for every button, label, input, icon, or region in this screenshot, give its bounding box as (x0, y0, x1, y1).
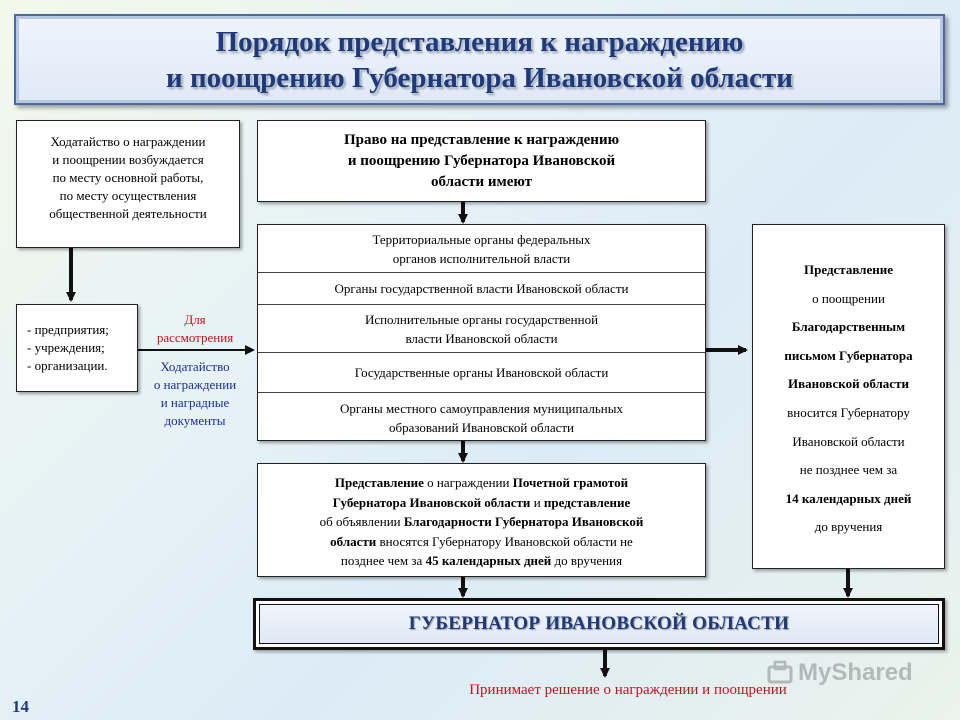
honorary-line-5: позднее чем за 45 календарных дней до вр… (340, 553, 623, 568)
letter-line-1: Представление (804, 262, 893, 277)
body-item: Государственные органы Ивановской област… (258, 352, 705, 392)
petition-origin-line-4: по месту осуществления (59, 188, 197, 203)
watermark-icon (767, 660, 793, 684)
right-to-nominate-line-1: Право на представление к награждению (343, 132, 620, 148)
letter-line-10: до вручения (814, 519, 883, 535)
honorary-certificate-box: Представление о награждении Почетной гра… (257, 463, 706, 577)
body-item: Органы местного самоуправления муниципал… (258, 392, 705, 442)
right-to-nominate-line-3: области имеют (430, 174, 533, 190)
page-number: 14 (12, 697, 29, 716)
for-review-line-2: рассмотрения (156, 330, 234, 345)
gratitude-letter-box: Представление о поощрении Благодарственн… (752, 224, 945, 569)
for-review-label: Для рассмотрения (140, 311, 250, 347)
honorary-line-3: об объявлении Благодарности Губернатора … (319, 514, 644, 529)
petition-origin-line-3: по месту основной работы, (52, 170, 204, 185)
authorized-bodies-list: Территориальные органы федеральных орган… (257, 224, 706, 441)
org-type-3: - организации. (27, 358, 108, 373)
petition-origin-line-5: общественной деятельности (49, 206, 207, 221)
body-item-4-line-1: Государственные органы Ивановской област… (354, 365, 609, 380)
petition-docs-line-3: и наградные (160, 395, 230, 410)
title-line-2: и поощрению Губернатора Ивановской облас… (165, 61, 793, 94)
organizations-box: - предприятия; - учреждения; - организац… (16, 304, 138, 392)
for-review-line-1: Для (184, 312, 206, 327)
body-item-2-line-1: Органы государственной власти Ивановской… (334, 281, 629, 296)
org-type-2: - учреждения; (27, 340, 105, 355)
petition-docs-line-1: Ходатайство (160, 359, 230, 374)
letter-line-6: вносится Губернатору (787, 404, 910, 420)
right-to-nominate-box: Право на представление к награждению и п… (257, 120, 706, 202)
title-line-1: Порядок представления к награждению (215, 25, 744, 58)
governor-label: ГУБЕРНАТОР ИВАНОВСКОЙ ОБЛАСТИ (408, 613, 790, 634)
letter-line-3: Благодарственным (791, 319, 906, 335)
letter-line-8: не позднее чем за (799, 462, 898, 478)
petition-docs-label: Ходатайство о награждении и наградные до… (140, 358, 250, 430)
body-item: Органы государственной власти Ивановской… (258, 272, 705, 304)
body-item-3-line-2: власти Ивановской области (405, 330, 558, 346)
body-item: Территориальные органы федеральных орган… (258, 225, 705, 272)
honorary-line-4: области вносятся Губернатору Ивановской … (330, 533, 633, 549)
governor-box: ГУБЕРНАТОР ИВАНОВСКОЙ ОБЛАСТИ (253, 598, 945, 650)
body-item-1-line-2: органов исполнительной власти (392, 250, 571, 266)
title-banner: Порядок представления к награждению и по… (14, 14, 945, 105)
body-item-5-line-1: Органы местного самоуправления муниципал… (340, 400, 623, 416)
org-type-1: - предприятия; (27, 322, 109, 337)
letter-line-9: 14 календарных дней (785, 490, 912, 506)
letter-line-7: Ивановской области (792, 433, 905, 449)
petition-docs-line-2: о награждении (153, 377, 237, 392)
petition-origin-box: Ходатайство о награждении и поощрении во… (16, 120, 240, 248)
letter-line-5: Ивановской области (788, 376, 909, 392)
letter-line-2: о поощрении (812, 290, 885, 306)
honorary-line-2: Губернатора Ивановской области и предста… (332, 494, 631, 510)
petition-origin-line-1: Ходатайство о награждении (50, 134, 206, 149)
letter-line-4: письмом Губернатора (784, 347, 913, 363)
body-item-3-line-1: Исполнительные органы государственной (364, 311, 599, 327)
body-item-1-line-1: Территориальные органы федеральных (372, 231, 591, 247)
right-to-nominate-line-2: и поощрению Губернатора Ивановской (347, 153, 616, 169)
watermark-logo: MyShared (766, 656, 913, 690)
decision-text: Принимает решение о награждении и поощре… (469, 682, 787, 698)
petition-origin-line-2: и поощрении возбуждается (52, 152, 204, 167)
body-item: Исполнительные органы государственной вл… (258, 304, 705, 352)
body-item-5-line-2: образований Ивановской области (388, 419, 575, 435)
petition-docs-line-4: документы (164, 413, 226, 428)
watermark-text: MyShared (798, 659, 913, 686)
honorary-line-1: Представление о награждении Почетной гра… (334, 475, 629, 490)
